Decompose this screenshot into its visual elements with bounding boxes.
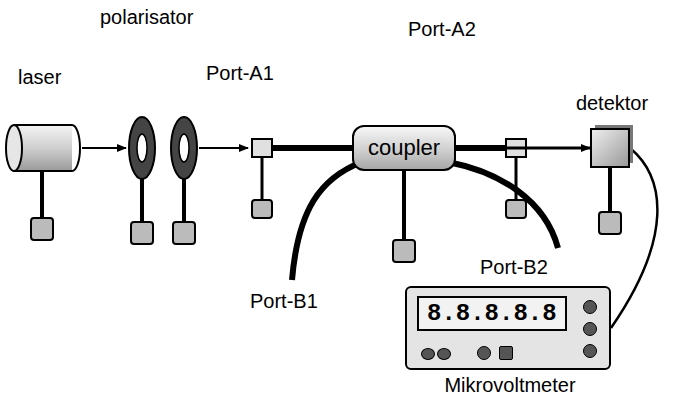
display-digits: 8.8.8.8.8 bbox=[427, 300, 557, 327]
control-knob bbox=[437, 348, 451, 360]
beam-arrow bbox=[82, 147, 126, 149]
voltmeter-box: 8.8.8.8.8Mikrovoltmeter bbox=[405, 286, 611, 370]
control-knob bbox=[499, 346, 513, 360]
display-window: 8.8.8.8.8 bbox=[417, 296, 567, 331]
signal-cable bbox=[611, 148, 657, 328]
control-knob bbox=[583, 344, 597, 358]
node-text: coupler bbox=[368, 135, 440, 161]
fiber bbox=[292, 162, 362, 280]
polariser-2 bbox=[171, 117, 197, 244]
control-knob bbox=[583, 322, 597, 336]
coupler-stand bbox=[393, 170, 415, 262]
control-knob bbox=[421, 348, 435, 360]
component-label: Port-B1 bbox=[250, 290, 318, 313]
control-knob bbox=[477, 346, 491, 360]
laser-cylinder bbox=[6, 125, 80, 240]
component-label: laser bbox=[18, 66, 61, 89]
fiber-connector bbox=[456, 139, 526, 218]
beam-arrow bbox=[199, 147, 248, 149]
component-label: Port-A1 bbox=[206, 62, 274, 85]
control-knob bbox=[583, 300, 597, 314]
polariser-1 bbox=[129, 117, 155, 244]
coupler-box: coupler bbox=[352, 125, 456, 171]
component-label: Port-A2 bbox=[408, 18, 476, 41]
fiber-connector bbox=[252, 139, 356, 218]
component-label: polarisator bbox=[100, 6, 193, 29]
node-heading: detektor bbox=[576, 92, 648, 115]
detector-stand bbox=[599, 168, 621, 234]
component-label: Port-B2 bbox=[480, 256, 548, 279]
fiber-arrow bbox=[456, 147, 590, 150]
fiber bbox=[448, 162, 558, 248]
node-caption: Mikrovoltmeter bbox=[444, 374, 575, 397]
detector-box: detektor bbox=[590, 128, 630, 168]
